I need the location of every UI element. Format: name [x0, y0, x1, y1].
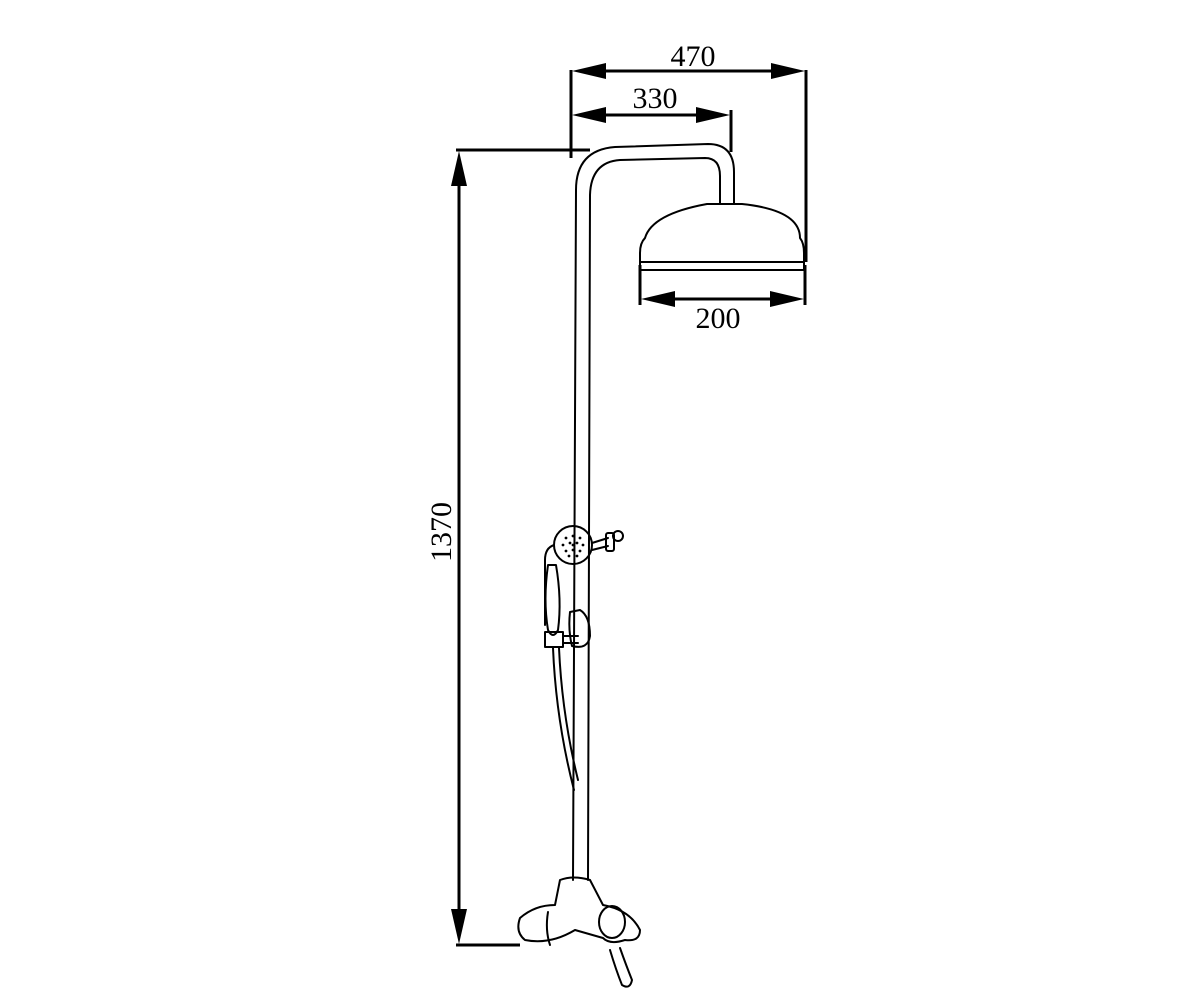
hand-shower-handle — [544, 564, 561, 636]
hand-shower-neck — [544, 544, 555, 626]
arrowhead-left — [641, 291, 675, 307]
dimension-label-330: 330 — [633, 82, 678, 115]
arrowhead-left — [572, 107, 606, 123]
arrowhead-bottom — [451, 909, 467, 944]
slide-collar — [568, 609, 591, 648]
mixer-valve — [517, 876, 641, 988]
riser-pipe — [572, 143, 735, 881]
valve-left-handle — [545, 911, 551, 946]
valve-right-knob — [598, 905, 626, 939]
handset-holder — [544, 631, 564, 648]
hand-shower-nozzles — [561, 534, 585, 558]
arrowhead-left — [572, 63, 606, 79]
arrowhead-right — [771, 63, 805, 79]
dimension-overall-reach: 470 — [569, 40, 808, 262]
dimension-overall-height: 1370 — [425, 148, 590, 947]
dimension-arm-reach: 330 — [572, 82, 733, 152]
valve-body — [517, 876, 641, 944]
overhead-shower-head — [639, 203, 805, 271]
valve-lever — [609, 947, 633, 988]
wall-bracket-cap — [612, 530, 624, 542]
hand-shower — [544, 525, 624, 791]
arrowhead-top — [451, 151, 467, 186]
dimension-label-470: 470 — [671, 40, 716, 73]
arrowhead-right — [696, 107, 730, 123]
dimension-head-diameter: 200 — [638, 265, 807, 335]
wall-bracket-knob — [605, 532, 615, 552]
shower-hose-outer — [552, 647, 575, 791]
dimension-label-200: 200 — [696, 302, 741, 335]
shower-hose-inner — [558, 647, 579, 781]
arrowhead-right — [770, 291, 804, 307]
dimension-label-1370: 1370 — [425, 502, 458, 562]
